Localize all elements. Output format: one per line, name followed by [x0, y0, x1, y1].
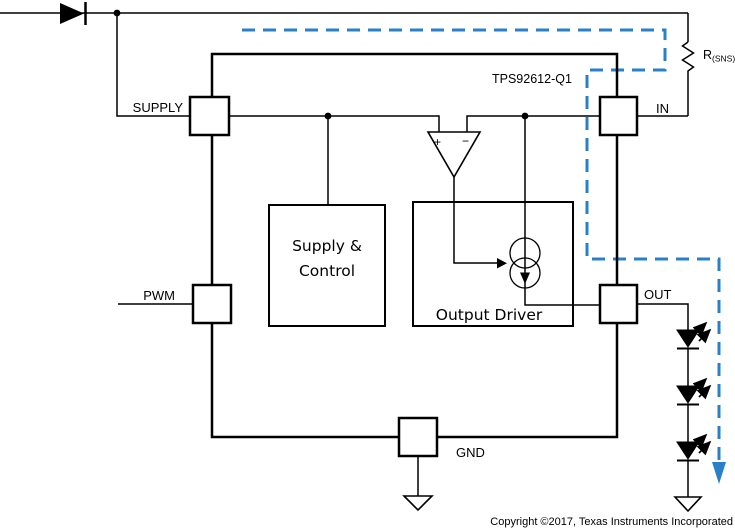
- comparator-output-wire: [453, 177, 497, 264]
- ground-symbol: [673, 496, 703, 513]
- current-source-symbol: [509, 237, 541, 289]
- ground-symbol: [402, 495, 434, 512]
- junction-dot: [521, 112, 529, 120]
- supply-pin-box: [188, 95, 231, 137]
- sense-resistor-label: R(SNS): [703, 48, 735, 64]
- gnd-pin-box: [397, 416, 439, 458]
- out-pin-label: OUT: [644, 287, 672, 302]
- junction-dot: [113, 9, 121, 17]
- pwm-pin-label: PWM: [143, 288, 175, 303]
- supply-branch-wire: [116, 13, 190, 117]
- current-source-arrowhead: [520, 272, 530, 284]
- copyright-text: Copyright ©2017, Texas Instruments Incor…: [490, 516, 733, 528]
- comparator-output-arrowhead: [497, 258, 507, 269]
- current-source-wire: [524, 116, 600, 306]
- led-symbol: [677, 435, 710, 461]
- current-path-dashed: [242, 28, 726, 484]
- current-path-arrowhead: [712, 462, 726, 484]
- chip-title: TPS92612-Q1: [492, 72, 572, 86]
- out-pin-box: [598, 283, 639, 325]
- output-driver-block: [412, 201, 574, 327]
- comparator-symbol: + −: [426, 131, 507, 269]
- comparator-minus-label: −: [462, 134, 469, 148]
- comparator-plus-label: +: [434, 135, 441, 149]
- out-to-led-wire: [637, 303, 689, 330]
- in-pin-box: [598, 95, 639, 137]
- supply-control-block: [268, 204, 386, 327]
- output-driver-label: Output Driver: [436, 306, 543, 324]
- in-pin-label: IN: [656, 101, 669, 116]
- pwm-pin-box: [191, 283, 233, 325]
- diode-symbol: [60, 2, 87, 25]
- supply-control-label-line1: Supply &: [292, 237, 362, 255]
- sense-resistor-label-main: R: [703, 48, 712, 62]
- comparator-to-in-wire: [466, 115, 600, 132]
- wires: [0, 12, 695, 497]
- gnd-pin-label: GND: [456, 445, 485, 460]
- led-symbol: [677, 323, 710, 349]
- supply-control-label-line2: Control: [299, 262, 355, 280]
- supply-to-comparator-wire: [228, 115, 440, 132]
- sense-resistor-label-sub: (SNS): [712, 54, 735, 64]
- led-symbol: [677, 379, 710, 405]
- sense-resistor-zigzag: [681, 41, 695, 116]
- supply-pin-label: SUPPLY: [133, 100, 184, 115]
- junction-dot: [324, 112, 332, 120]
